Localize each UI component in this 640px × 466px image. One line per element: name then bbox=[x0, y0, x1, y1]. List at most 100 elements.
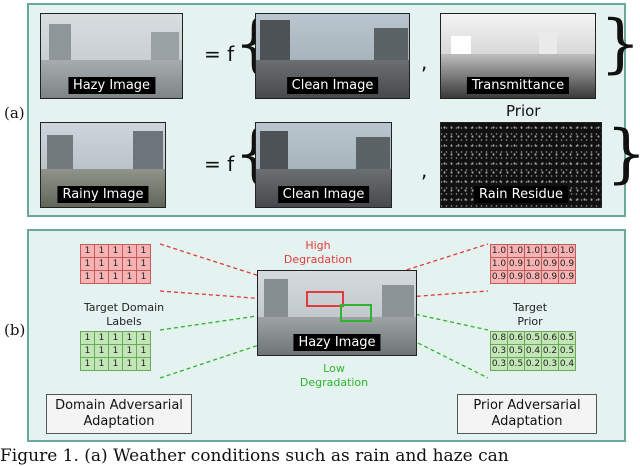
hazy-image: Hazy Image bbox=[40, 13, 183, 99]
low-line-top-left bbox=[159, 303, 341, 331]
domain-label-high-cell: 1 bbox=[122, 257, 137, 271]
prior-low-cell: 0.4 bbox=[558, 357, 576, 371]
domain-label-low-cell: 1 bbox=[122, 331, 137, 345]
low-line-bottom-left bbox=[159, 317, 341, 379]
rainy-image-caption: Rainy Image bbox=[57, 186, 149, 203]
prior-high-cell: 0.9 bbox=[541, 270, 559, 284]
domain-label-low-cell: 1 bbox=[122, 357, 137, 371]
right-brace-1: } bbox=[600, 7, 640, 81]
domain-label-high-cell: 1 bbox=[94, 257, 109, 271]
comma-2: , bbox=[421, 158, 428, 182]
high-line-top-right bbox=[339, 243, 489, 292]
figure-caption: Figure 1. (a) Weather conditions such as… bbox=[0, 446, 509, 466]
domain-label-high-cell: 1 bbox=[136, 257, 151, 271]
panel-b-label: (b) bbox=[4, 321, 26, 339]
domain-label-high-cell: 1 bbox=[122, 270, 137, 284]
equals-f-1: = f bbox=[204, 42, 235, 66]
domain-label-high-cell: 1 bbox=[122, 244, 137, 258]
domain-label-low-cell: 1 bbox=[80, 331, 95, 345]
domain-label-low-cell: 1 bbox=[80, 357, 95, 371]
prior-high-cell: 1.0 bbox=[490, 244, 508, 258]
domain-label-high-cell: 1 bbox=[136, 270, 151, 284]
prior-label: Prior bbox=[506, 102, 541, 120]
domain-label-low-cell: 1 bbox=[108, 331, 123, 345]
hazy-image-caption: Hazy Image bbox=[67, 77, 156, 94]
prior-low-cell: 0.6 bbox=[507, 331, 525, 345]
domain-adversarial-box: Domain Adversarial Adaptation bbox=[46, 394, 192, 434]
domain-label-high-cell: 1 bbox=[80, 270, 95, 284]
prior-low-cell: 0.8 bbox=[490, 331, 508, 345]
domain-label-low-cell: 1 bbox=[136, 344, 151, 358]
rain-residue-caption: Rain Residue bbox=[473, 186, 569, 203]
center-hazy-image: Hazy Image bbox=[257, 270, 417, 356]
domain-label-low-cell: 1 bbox=[122, 344, 137, 358]
transmittance-caption: Transmittance bbox=[466, 77, 570, 94]
transmittance-map: Transmittance bbox=[440, 13, 596, 99]
high-degradation-label: High Degradation bbox=[283, 239, 353, 266]
center-hazy-caption: Hazy Image bbox=[293, 334, 381, 351]
domain-label-low-cell: 1 bbox=[94, 357, 109, 371]
prior-low-cell: 0.5 bbox=[558, 331, 576, 345]
domain-label-high-cell: 1 bbox=[80, 257, 95, 271]
prior-high-cell: 1.0 bbox=[524, 244, 542, 258]
comma-1: , bbox=[421, 50, 428, 74]
domain-label-low-cell: 1 bbox=[80, 344, 95, 358]
prior-high-cell: 1.0 bbox=[558, 244, 576, 258]
domain-label-low-cell: 1 bbox=[136, 331, 151, 345]
domain-label-high-cell: 1 bbox=[94, 244, 109, 258]
prior-high-cell: 0.9 bbox=[558, 257, 576, 271]
high-degradation-region bbox=[306, 291, 344, 307]
prior-high-cell: 0.9 bbox=[507, 257, 525, 271]
domain-label-low-cell: 1 bbox=[136, 357, 151, 371]
target-prior-title: Target Prior bbox=[512, 301, 548, 328]
prior-low-cell: 0.5 bbox=[524, 331, 542, 345]
rain-residue-map: Rain Residue bbox=[440, 122, 602, 208]
clean-image-1-caption: Clean Image bbox=[286, 77, 379, 94]
right-brace-2: } bbox=[606, 122, 640, 186]
domain-label-high-cell: 1 bbox=[108, 257, 123, 271]
panel-a-label: (a) bbox=[4, 104, 25, 122]
prior-high-cell: 1.0 bbox=[490, 257, 508, 271]
clean-image-2: Clean Image bbox=[255, 122, 392, 208]
prior-adversarial-box: Prior Adversarial Adaptation bbox=[457, 394, 597, 434]
domain-label-low-cell: 1 bbox=[94, 344, 109, 358]
prior-high-cell: 0.9 bbox=[558, 270, 576, 284]
prior-high-cell: 0.8 bbox=[524, 270, 542, 284]
prior-low-cell: 0.2 bbox=[541, 344, 559, 358]
prior-low-cell: 0.5 bbox=[507, 357, 525, 371]
domain-label-low-cell: 1 bbox=[108, 357, 123, 371]
prior-low-cell: 0.3 bbox=[490, 357, 508, 371]
low-degradation-region bbox=[340, 304, 372, 322]
domain-labels-title: Target Domain Labels bbox=[83, 301, 165, 328]
prior-high-cell: 0.9 bbox=[490, 270, 508, 284]
prior-low-cell: 0.5 bbox=[558, 344, 576, 358]
clean-image-2-caption: Clean Image bbox=[277, 186, 370, 203]
equals-f-2: = f bbox=[204, 152, 235, 176]
prior-low-cell: 0.3 bbox=[490, 344, 508, 358]
low-degradation-label: Low Degradation bbox=[299, 362, 369, 389]
domain-label-low-cell: 1 bbox=[94, 331, 109, 345]
prior-low-cell: 0.3 bbox=[541, 357, 559, 371]
prior-low-cell: 0.5 bbox=[507, 344, 525, 358]
domain-label-high-cell: 1 bbox=[108, 270, 123, 284]
prior-high-cell: 0.9 bbox=[541, 257, 559, 271]
domain-label-high-cell: 1 bbox=[94, 270, 109, 284]
prior-low-cell: 0.2 bbox=[524, 357, 542, 371]
domain-label-high-cell: 1 bbox=[136, 244, 151, 258]
prior-low-cell: 0.6 bbox=[541, 331, 559, 345]
prior-high-cell: 0.9 bbox=[507, 270, 525, 284]
domain-label-high-cell: 1 bbox=[108, 244, 123, 258]
